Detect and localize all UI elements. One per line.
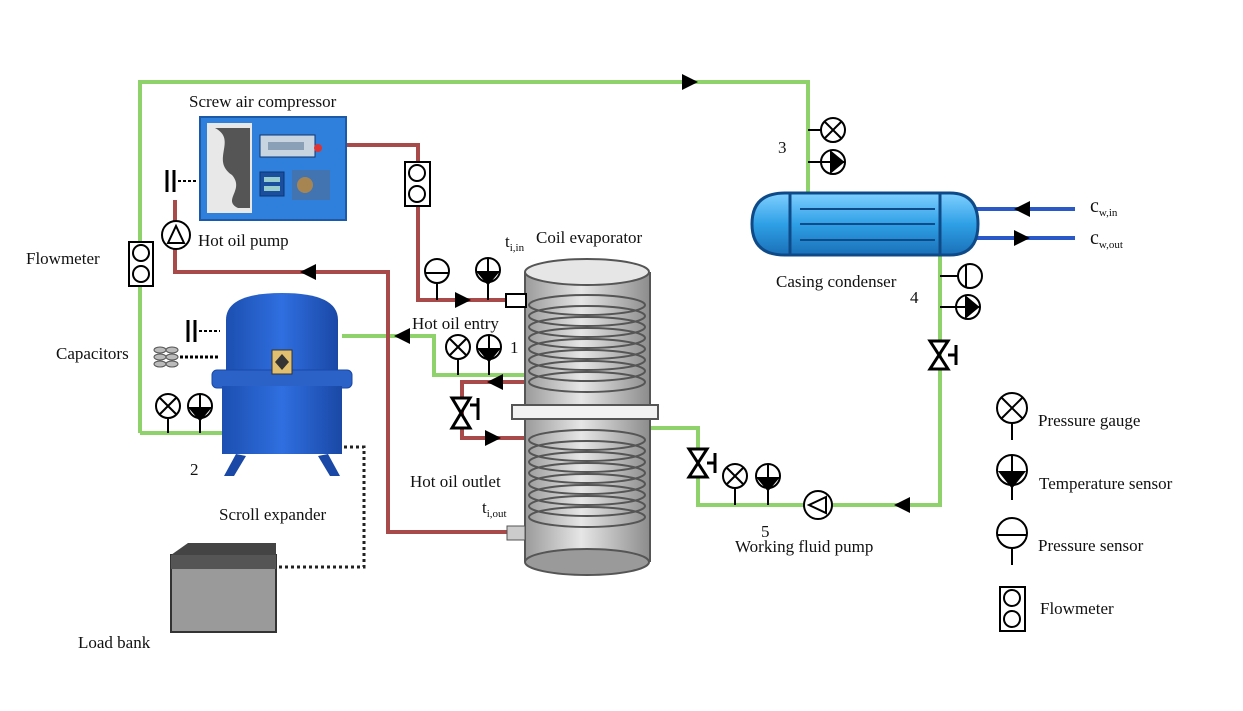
temperature-sensor-icon	[755, 463, 781, 505]
arrow-left-icon	[1014, 201, 1030, 217]
pressure-gauge-icon	[445, 334, 471, 375]
legend-temperature-sensor-label: Temperature sensor	[1039, 474, 1173, 493]
flowmeter-label: Flowmeter	[26, 249, 100, 268]
pressure-sensor-icon	[424, 258, 450, 300]
coil-evaporator	[505, 258, 659, 576]
load-bank-label: Load bank	[78, 633, 151, 652]
cw-in-label: cw,in	[1090, 195, 1118, 219]
arrow-right-icon	[1014, 230, 1030, 246]
arrow-right-icon	[485, 430, 501, 446]
flowmeter-icon	[128, 241, 154, 287]
cw-out-label: cw,out	[1090, 227, 1123, 251]
legend-pressure-sensor-label: Pressure sensor	[1038, 536, 1144, 555]
arrow-right-icon	[682, 74, 698, 90]
temperature-sensor-icon	[475, 257, 501, 300]
screw-air-compressor-label: Screw air compressor	[189, 92, 337, 111]
casing-condenser	[750, 191, 980, 257]
capacitor-icon	[165, 170, 198, 192]
temperature-sensor-icon	[940, 294, 981, 320]
arrow-left-icon	[394, 328, 410, 344]
pressure-gauge-icon	[996, 392, 1028, 440]
pressure-gauge-icon	[808, 117, 846, 143]
pressure-sensor-icon	[940, 263, 983, 289]
pressure-gauge-icon	[722, 463, 748, 505]
scroll-expander	[211, 293, 353, 476]
load-bank-cable	[278, 445, 366, 569]
capacitors-label: Capacitors	[56, 344, 129, 363]
arrow-left-icon	[894, 497, 910, 513]
load-bank	[170, 543, 277, 633]
temperature-sensor-icon	[476, 334, 502, 375]
flowmeter-icon	[999, 586, 1026, 632]
flow-arrows	[300, 74, 1030, 513]
hot-oil-pump-icon	[161, 220, 191, 250]
screw-air-compressor	[199, 116, 347, 221]
hot-oil-entry-label: Hot oil entry	[412, 314, 499, 333]
t-out-label: ti,out	[482, 498, 507, 520]
arrow-left-icon	[487, 374, 503, 390]
temperature-sensor-icon	[808, 149, 846, 175]
state-point-4: 4	[910, 288, 919, 307]
capacitors-icon	[153, 346, 218, 368]
legend-flowmeter-label: Flowmeter	[1040, 599, 1114, 618]
flowmeter-icon	[404, 161, 431, 207]
state-point-3: 3	[778, 138, 787, 157]
valve-icon	[927, 339, 958, 371]
hot-oil-outlet-label: Hot oil outlet	[410, 472, 501, 491]
capacitor-icon	[186, 320, 220, 342]
hot-oil-pump-label: Hot oil pump	[198, 231, 289, 250]
arrow-left-icon	[300, 264, 316, 280]
working-fluid-pump-icon	[803, 490, 833, 520]
state-point-1: 1	[510, 338, 519, 357]
pressure-sensor-icon	[996, 517, 1028, 565]
valve-icon	[686, 447, 717, 479]
temperature-sensor-icon	[187, 393, 213, 433]
valve-icon	[449, 396, 480, 430]
state-point-2: 2	[190, 460, 199, 479]
legend-pressure-gauge-label: Pressure gauge	[1038, 411, 1141, 430]
scroll-expander-label: Scroll expander	[219, 505, 327, 524]
temperature-sensor-icon	[996, 454, 1028, 500]
t-in-label: ti,in	[505, 232, 525, 254]
coil-evaporator-label: Coil evaporator	[536, 228, 643, 247]
state-point-5: 5	[761, 522, 770, 541]
casing-condenser-label: Casing condenser	[776, 272, 897, 291]
pressure-gauge-icon	[155, 393, 181, 433]
working-fluid-pump-label: Working fluid pump	[735, 537, 874, 556]
arrow-right-icon	[455, 292, 471, 308]
